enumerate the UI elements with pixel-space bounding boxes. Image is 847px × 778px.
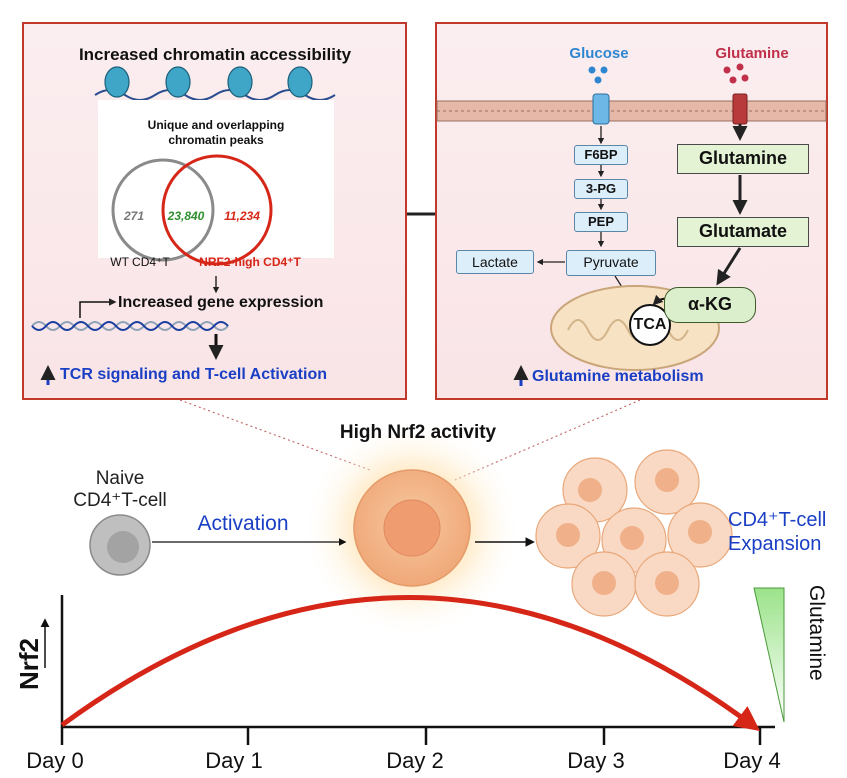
expansion-label-line2: Expansion [728, 533, 822, 555]
gene-expression-label: Increased gene expression [118, 294, 324, 311]
glutamine-molecules-icon [723, 63, 749, 84]
wt-circle [111, 158, 215, 262]
3pg-box: 3-PG [574, 179, 628, 199]
chromatin-title: Increased chromatin accessibility [78, 45, 352, 64]
naive-label-line2: CD4⁺T-cell [73, 490, 167, 511]
glutamine-top-label: Glutamine [715, 45, 789, 62]
wt-label: WT CD4⁺T [110, 255, 170, 269]
day-label-4: Day 4 [723, 748, 781, 773]
day-label-0: Day 0 [26, 748, 84, 773]
tca-label: TCA [633, 316, 667, 333]
day-label-3: Day 3 [567, 748, 625, 773]
nrf2-axis-label: Nrf2 [14, 637, 44, 690]
glutamine-box: Glutamine [677, 144, 809, 174]
akg-box: α-KG [664, 287, 756, 323]
glucose-transporter-icon [592, 93, 610, 125]
glutamate-box: Glutamate [677, 217, 809, 247]
nrf2-only-count: 11,234 [224, 209, 260, 223]
glutamine-transporter-icon [732, 93, 748, 125]
pyruvate-box: Pyruvate [566, 250, 656, 276]
day-label-1: Day 1 [205, 748, 263, 773]
high-nrf2-label: High Nrf2 activity [339, 422, 497, 443]
lactate-box: Lactate [456, 250, 534, 274]
tcr-outcome-label: TCR signaling and T-cell Activation [60, 366, 327, 383]
glucose-molecules-icon [588, 66, 608, 84]
activation-label: Activation [197, 512, 289, 535]
f6bp-box: F6BP [574, 145, 628, 165]
naive-label-line1: Naive [95, 468, 145, 489]
pep-box: PEP [574, 212, 628, 232]
naive-label: Naive CD4⁺T-cell [73, 468, 166, 512]
venn-title: Unique and overlapping chromatin peaks [148, 118, 285, 148]
nucleosome-icons [104, 66, 313, 98]
venn-title-line1: Unique and overlapping [147, 118, 285, 132]
expansion-cluster [535, 449, 733, 617]
nrf2-circle [161, 154, 273, 266]
venn-title-line2: chromatin peaks [168, 133, 264, 147]
glucose-label: Glucose [569, 45, 629, 62]
expansion-label-line1: CD4⁺T-cell [728, 509, 827, 531]
day-label-2: Day 2 [386, 748, 444, 773]
tca-cycle-icon [629, 304, 671, 346]
wt-only-count: 271 [123, 209, 145, 223]
glutamine-axis-label: Glutamine [805, 585, 828, 681]
glutamine-metabolism-label: Glutamine metabolism [532, 368, 704, 385]
nrf2-curve [60, 595, 761, 731]
dna-helix-icon [31, 321, 229, 331]
glutamine-wedge [753, 587, 785, 723]
expansion-label: CD4⁺T-cell Expansion [728, 508, 826, 556]
overlap-count: 23,840 [167, 209, 205, 223]
nrf2-label: NRF2-high CD4⁺T [199, 255, 301, 269]
